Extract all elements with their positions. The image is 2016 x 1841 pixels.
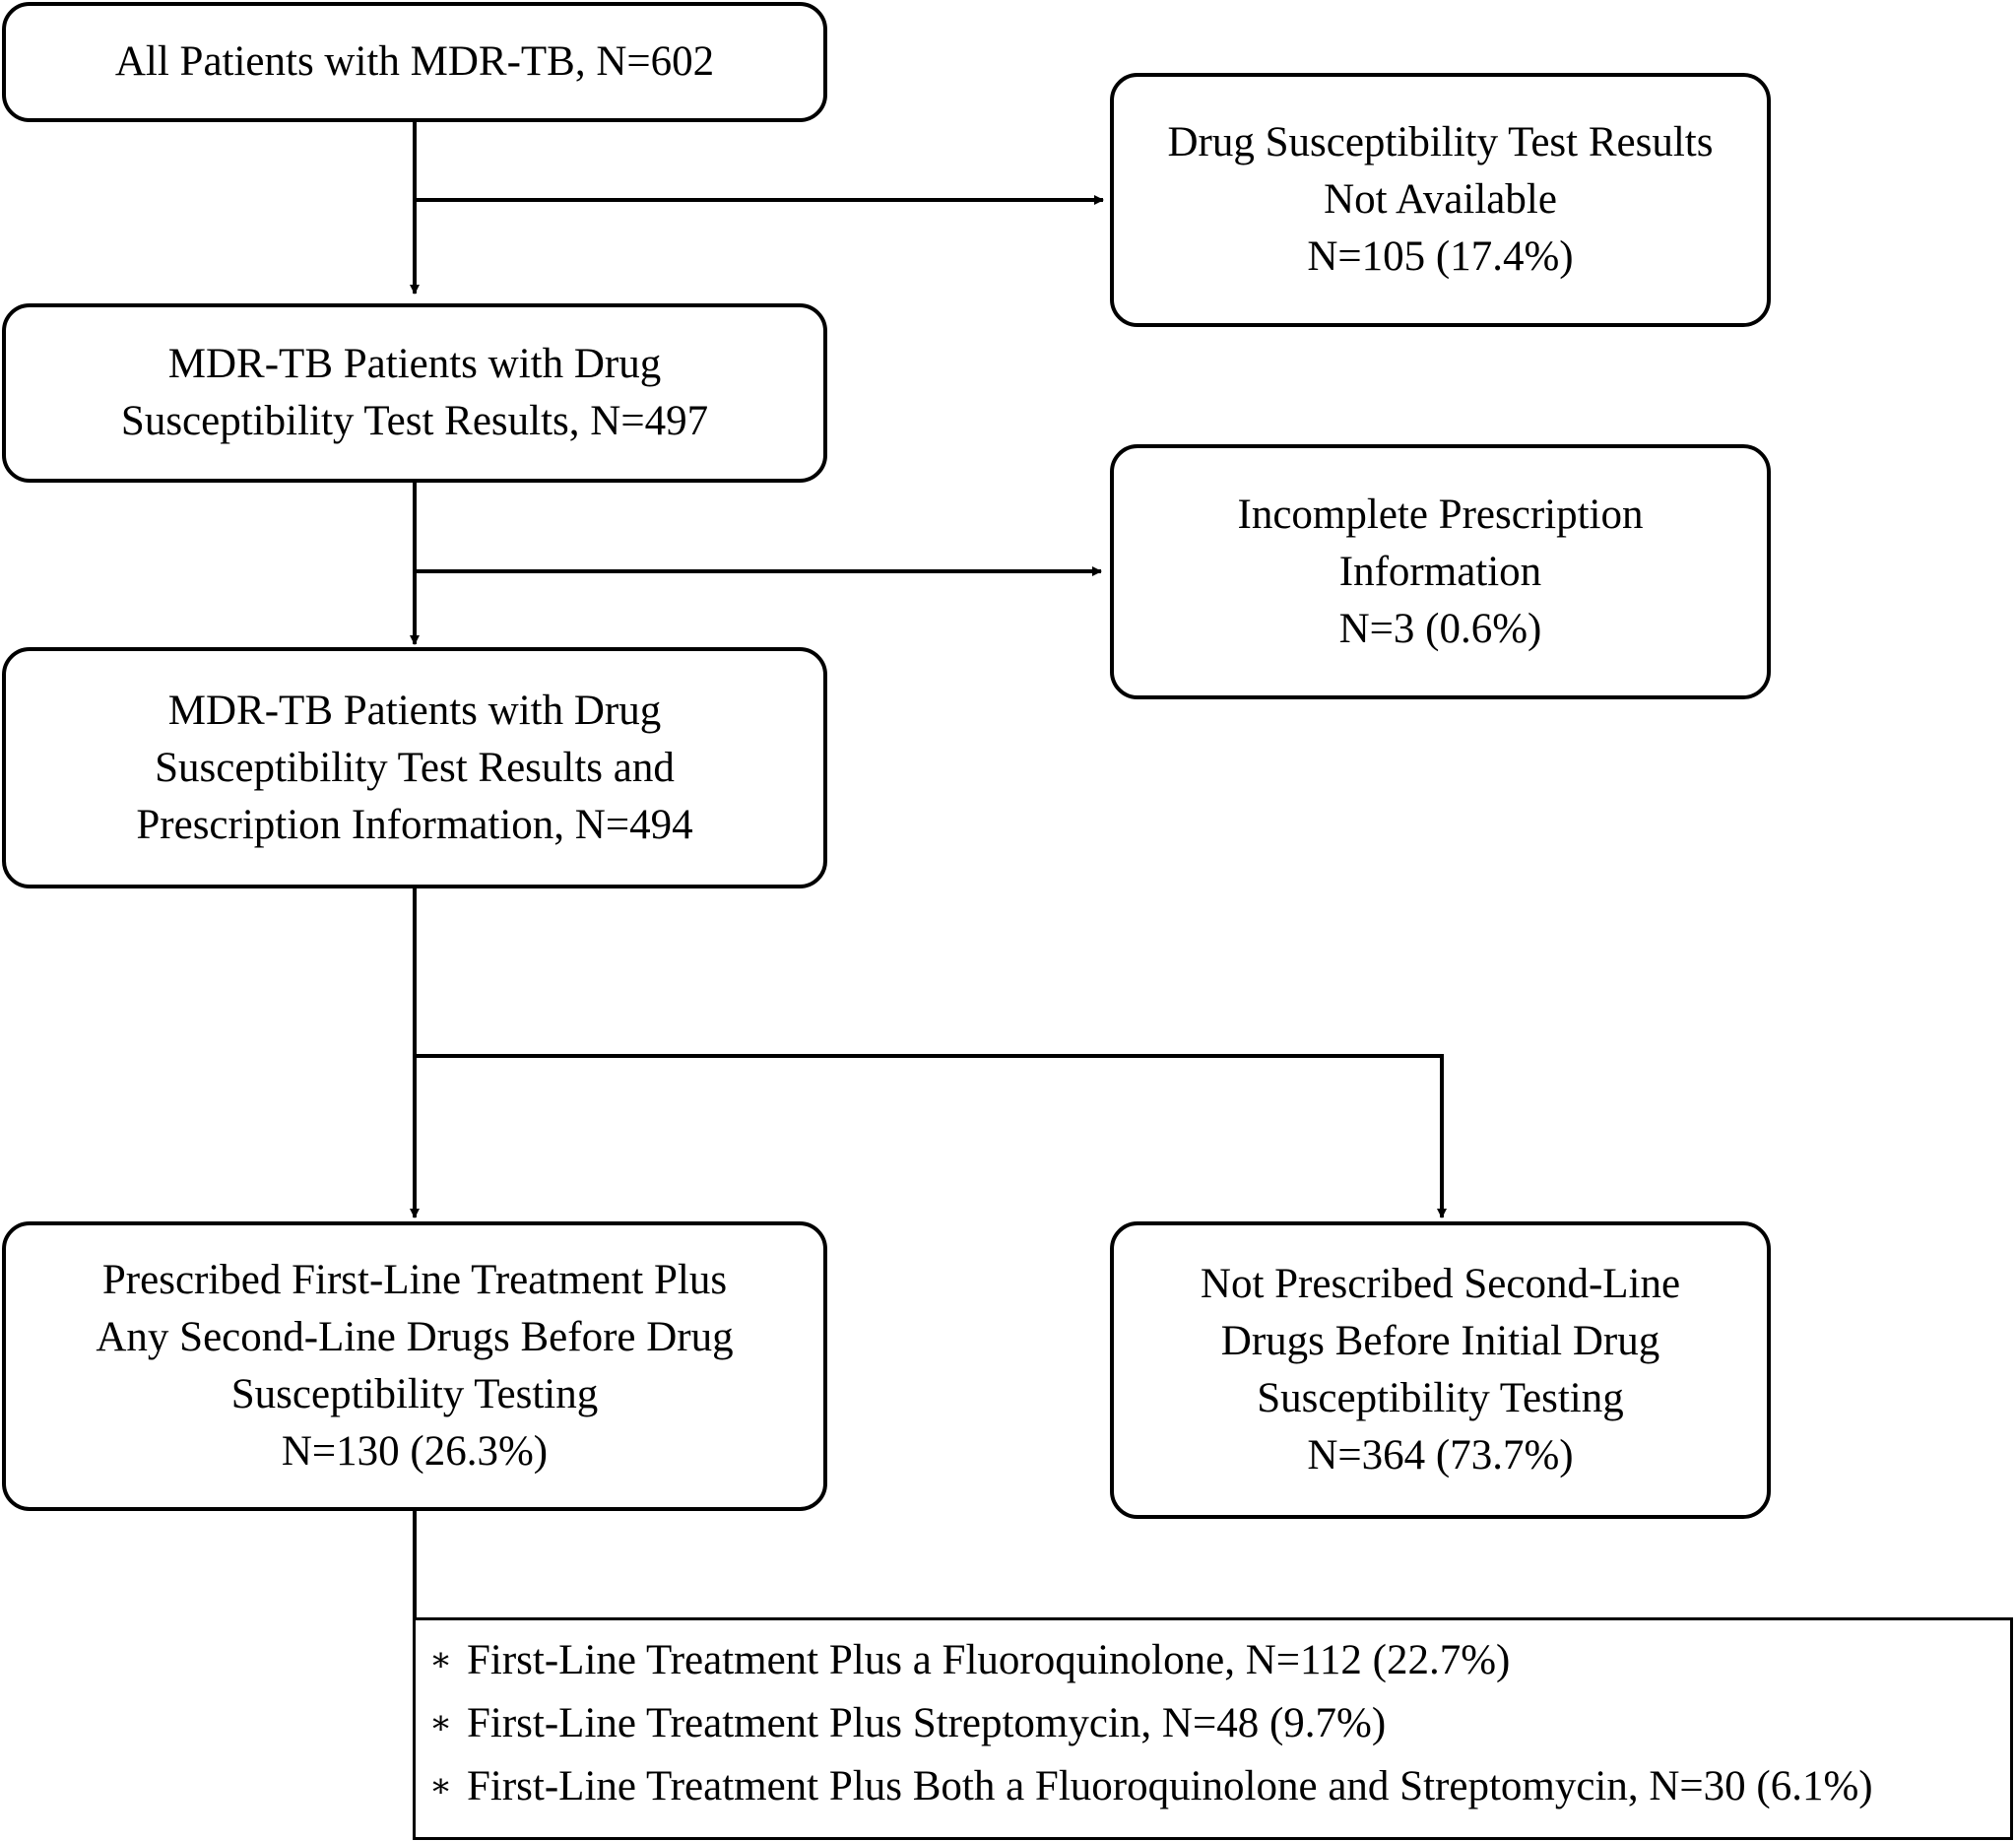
- box-text-line: Any Second-Line Drugs Before Drug: [96, 1314, 734, 1360]
- box-text-line: N=364 (73.7%): [1307, 1432, 1574, 1479]
- box-text-line: N=3 (0.6%): [1338, 605, 1542, 652]
- list-item-text: First-Line Treatment Plus a Fluoroquinol…: [467, 1636, 1511, 1683]
- box-text-line: MDR-TB Patients with Drug: [167, 341, 662, 387]
- box-text-line: Information: [1338, 548, 1542, 595]
- asterisk-bullet-icon: ∗: [429, 1768, 453, 1805]
- list-item: ∗ First-Line Treatment Plus Both a Fluor…: [429, 1754, 2010, 1817]
- box-prescribed-second-line: Prescribed First-Line Treatment Plus Any…: [2, 1221, 827, 1511]
- box-text-line: Susceptibility Test Results, N=497: [120, 398, 709, 444]
- box-incomplete-prescription: Incomplete Prescription Information N=3 …: [1110, 444, 1771, 699]
- breakdown-list: ∗ First-Line Treatment Plus a Fluoroquin…: [413, 1617, 2013, 1840]
- box-text-line: Susceptibility Testing: [1257, 1375, 1624, 1421]
- box-text-line: All Patients with MDR-TB, N=602: [114, 38, 715, 85]
- box-text-line: Drugs Before Initial Drug: [1220, 1318, 1660, 1364]
- box-text-line: Drug Susceptibility Test Results: [1167, 119, 1714, 165]
- box-text-line: N=130 (26.3%): [281, 1428, 549, 1475]
- box-text-line: N=105 (17.4%): [1307, 233, 1574, 280]
- box-dst-not-available: Drug Susceptibility Test Results Not Ava…: [1110, 73, 1771, 327]
- box-text-line: Prescribed First-Line Treatment Plus: [101, 1257, 728, 1303]
- list-item: ∗ First-Line Treatment Plus a Fluoroquin…: [429, 1628, 2010, 1691]
- box-text-line: Susceptibility Testing: [230, 1371, 599, 1417]
- asterisk-bullet-icon: ∗: [429, 1705, 453, 1742]
- box-all-patients: All Patients with MDR-TB, N=602: [2, 2, 827, 122]
- list-item-text: First-Line Treatment Plus Both a Fluoroq…: [467, 1762, 1873, 1809]
- box-text-line: Not Available: [1324, 176, 1557, 223]
- box-text-line: Susceptibility Test Results and: [155, 744, 675, 791]
- list-item-text: First-Line Treatment Plus Streptomycin, …: [467, 1699, 1387, 1746]
- box-with-dst-and-prescription: MDR-TB Patients with Drug Susceptibility…: [2, 647, 827, 888]
- asterisk-bullet-icon: ∗: [429, 1642, 453, 1678]
- box-with-dst: MDR-TB Patients with Drug Susceptibility…: [2, 303, 827, 483]
- box-text-line: Incomplete Prescription: [1237, 491, 1644, 538]
- box-not-prescribed-second-line: Not Prescribed Second-Line Drugs Before …: [1110, 1221, 1771, 1519]
- box-text-line: Not Prescribed Second-Line: [1200, 1261, 1681, 1307]
- box-text-line: Prescription Information, N=494: [136, 801, 693, 848]
- list-item: ∗ First-Line Treatment Plus Streptomycin…: [429, 1691, 2010, 1754]
- box-text-line: MDR-TB Patients with Drug: [167, 687, 662, 734]
